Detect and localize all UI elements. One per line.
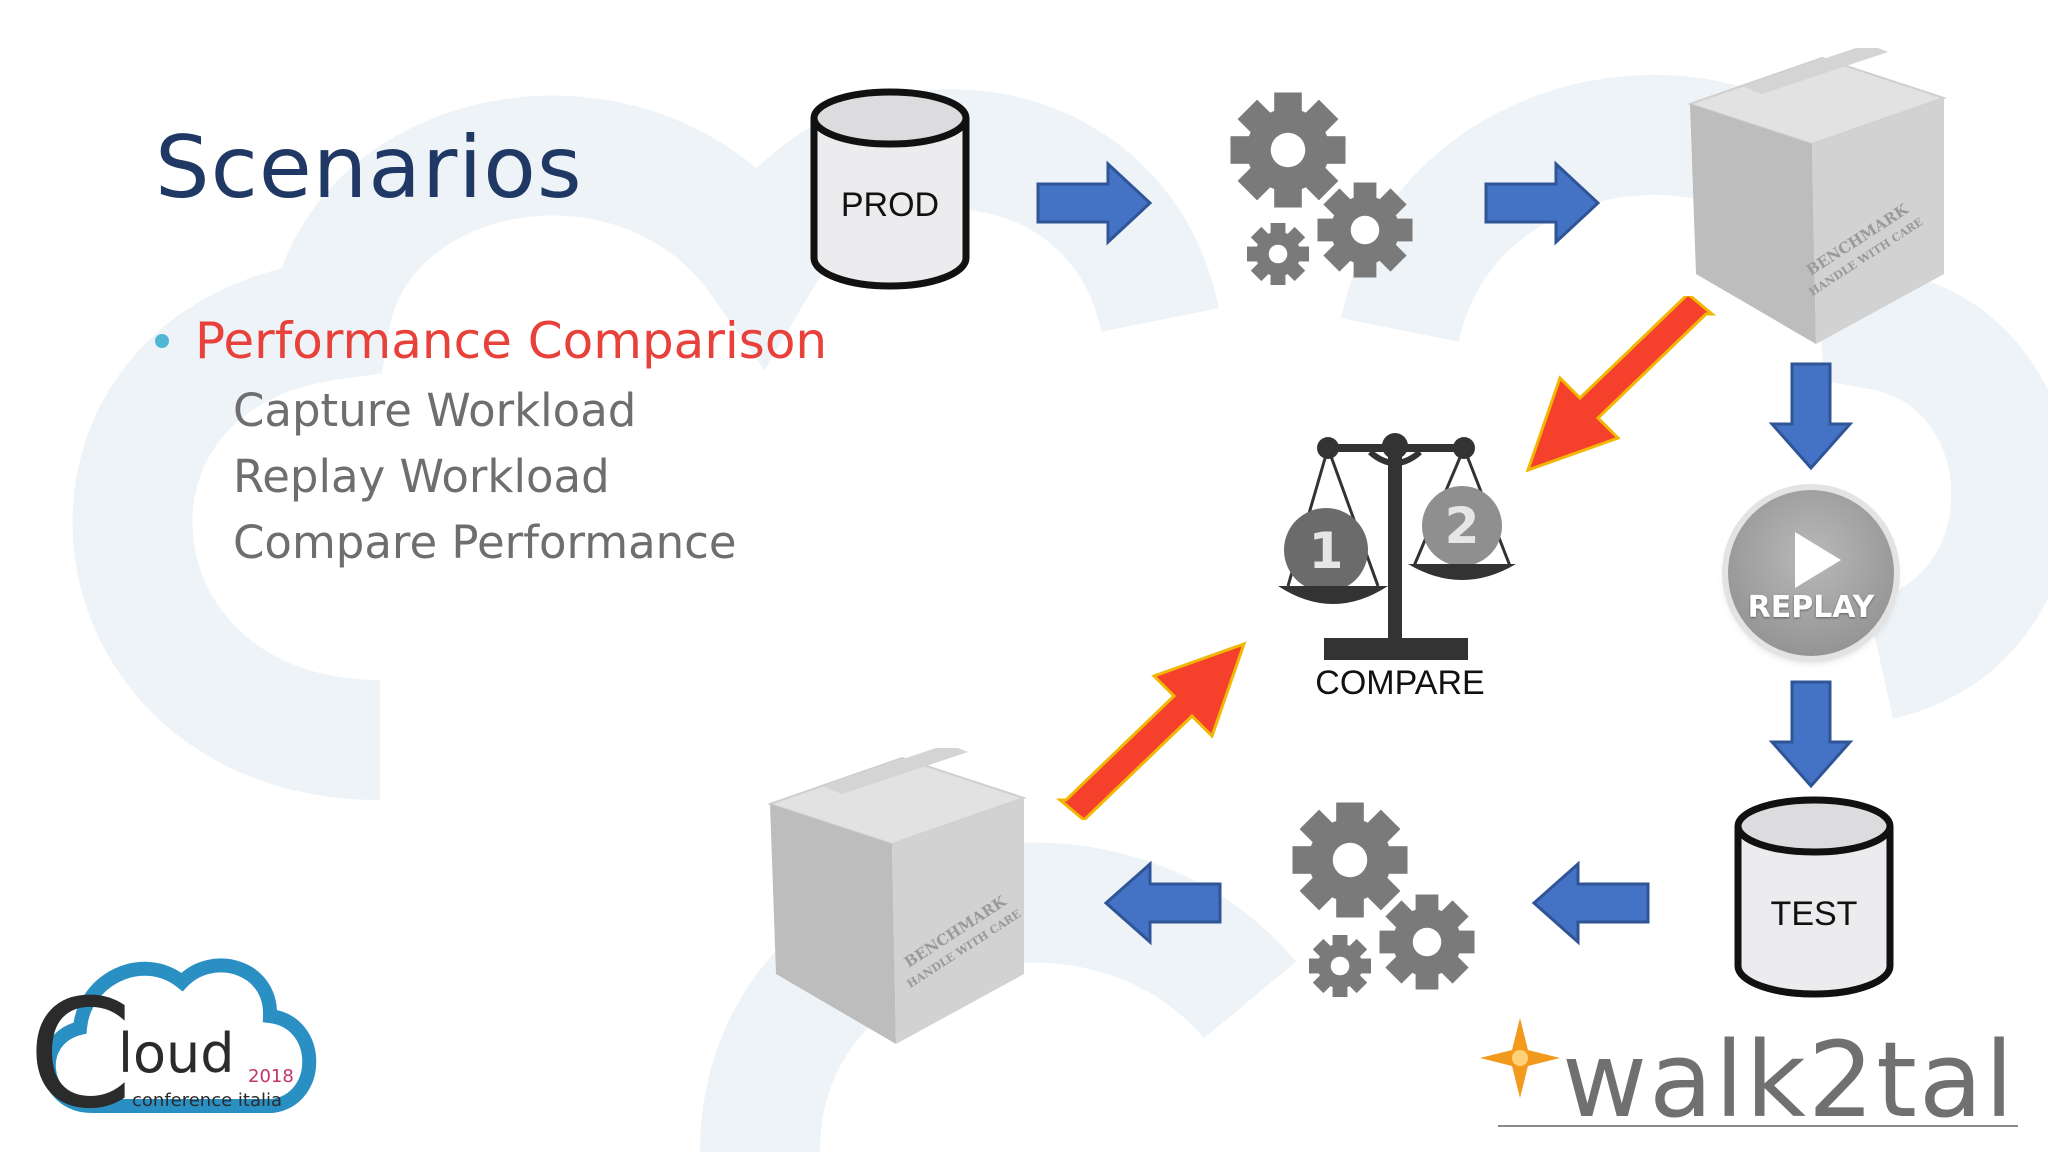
subitem-capture: Capture Workload bbox=[233, 384, 637, 437]
walk2talk-text: walk2talk bbox=[1562, 1019, 2018, 1132]
cloud-logo-c: C bbox=[28, 968, 133, 1130]
cloud-logo-year: 2018 bbox=[248, 1066, 294, 1087]
test-label: TEST bbox=[1770, 895, 1858, 933]
pan-right-number: 2 bbox=[1445, 497, 1480, 555]
top-gears-icon bbox=[1230, 92, 1413, 285]
subitem-replay: Replay Workload bbox=[233, 450, 610, 503]
walk2talk-logo: walk2talk bbox=[1480, 1018, 2018, 1132]
replay-label: REPLAY bbox=[1747, 590, 1875, 625]
arrow-prod-to-capture bbox=[1036, 160, 1153, 246]
cloud-conference-logo: C loud 2018 conference italia bbox=[28, 958, 317, 1130]
pan-left-number: 1 bbox=[1309, 522, 1344, 580]
cloud-logo-main: loud bbox=[118, 1022, 235, 1085]
slide-title: Scenarios bbox=[155, 118, 583, 218]
replay-button[interactable]: REPLAY bbox=[1728, 490, 1894, 656]
bullet-dot-icon bbox=[155, 334, 169, 348]
bottom-gears-icon bbox=[1292, 802, 1475, 997]
arrow-gears-to-box bbox=[1103, 860, 1222, 946]
test-database-icon bbox=[1734, 796, 1894, 998]
bottom-benchmark-box-icon: BENCHMARK HANDLE WITH CARE bbox=[766, 748, 1028, 1044]
subitem-compare: Compare Performance bbox=[233, 516, 737, 569]
bullet-text: Performance Comparison bbox=[195, 312, 828, 370]
compare-scale-icon: 1 2 bbox=[1278, 433, 1516, 660]
arrow-capture-to-box bbox=[1484, 160, 1601, 246]
bullet-performance-comparison: Performance Comparison bbox=[155, 312, 827, 370]
arrow-box-to-replay bbox=[1768, 362, 1854, 471]
arrow-replay-to-test bbox=[1768, 680, 1854, 789]
compare-label: COMPARE bbox=[1315, 664, 1485, 702]
red-arrow-box-to-compare bbox=[1525, 296, 1717, 473]
prod-database-icon bbox=[810, 88, 970, 290]
sparkle-icon bbox=[1480, 1018, 1560, 1098]
play-icon bbox=[1795, 532, 1841, 588]
top-benchmark-box-icon: BENCHMARK HANDLE WITH CARE bbox=[1686, 48, 1948, 344]
red-arrow-box-to-compare-2 bbox=[1055, 641, 1247, 820]
cloud-logo-sub: conference italia bbox=[132, 1090, 282, 1111]
arrow-test-to-gears bbox=[1531, 860, 1650, 946]
prod-label: PROD bbox=[840, 186, 940, 224]
